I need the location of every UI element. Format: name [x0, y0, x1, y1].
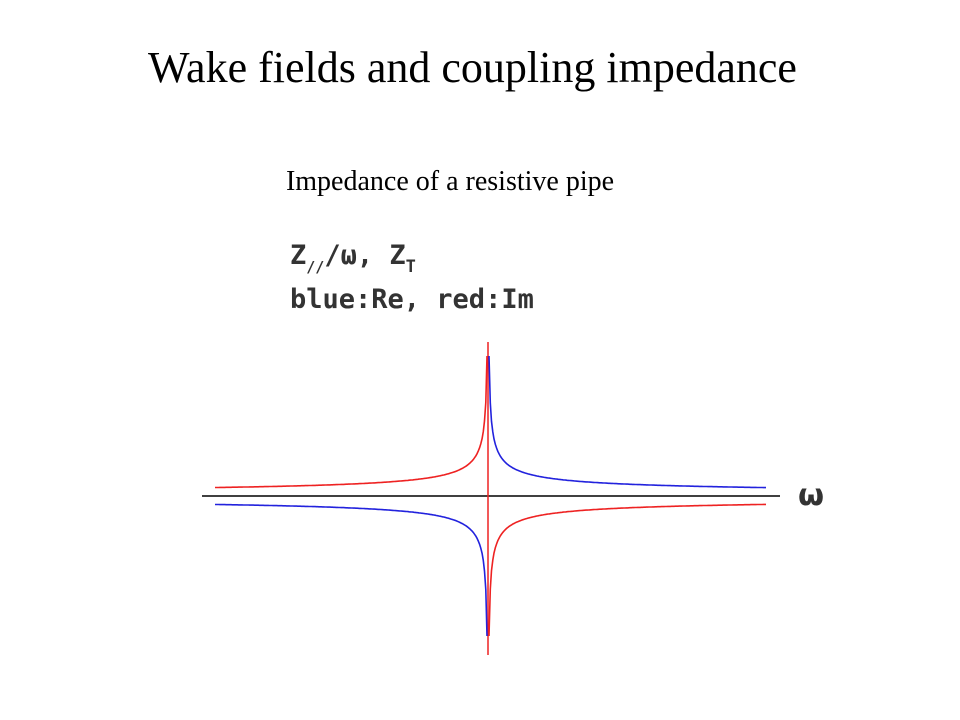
slide-subtitle: Impedance of a resistive pipe	[285, 166, 615, 197]
x-axis-label: ω	[798, 478, 825, 513]
plot-label-impedance: Z///ω, ZT	[290, 240, 416, 277]
series-im-left	[215, 355, 488, 489]
label-rest: /ω, Z	[324, 240, 406, 271]
series-re-left	[215, 503, 488, 637]
label-z: Z	[290, 240, 307, 271]
series-re-right	[488, 355, 766, 489]
slide-title: Wake fields and coupling impedance	[148, 43, 797, 92]
label-z-sub: //	[306, 258, 325, 276]
series-im-right	[488, 503, 766, 637]
label-t-sub: T	[405, 257, 416, 277]
plot-label-legend: blue:Re, red:Im	[290, 284, 534, 315]
